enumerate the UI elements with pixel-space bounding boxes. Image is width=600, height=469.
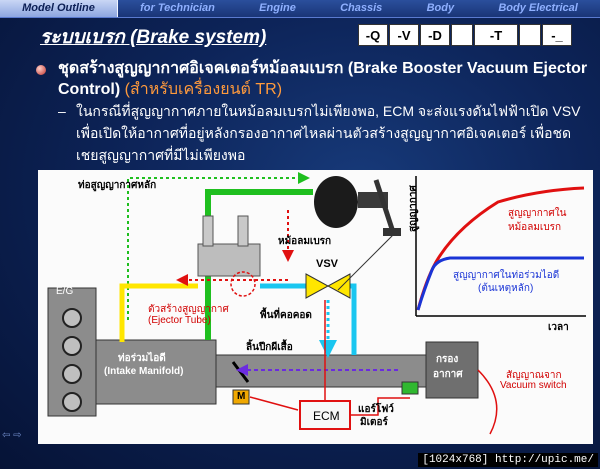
bullet-icon <box>36 65 46 75</box>
model-code: -_ <box>542 24 572 46</box>
label-ecm: ECM <box>313 409 340 423</box>
label-filter-1: กรอง <box>436 354 459 365</box>
tab-body-electrical[interactable]: Body Electrical <box>498 2 578 14</box>
ecm-box <box>299 400 351 430</box>
brake-booster-icon <box>314 176 358 228</box>
graph-x-label: เวลา <box>548 322 569 333</box>
sub-description: ในกรณีที่สูญญากาศภายในหม้อลมเบรกไม่เพียง… <box>76 103 581 163</box>
legend-booster-2: หม้อลมเบรก <box>508 222 562 233</box>
tab-body[interactable]: Body <box>426 2 455 14</box>
diagram-svg <box>47 172 586 435</box>
label-main-vacuum-pipe: ท่อสูญญากาศหลัก <box>78 180 157 191</box>
model-code-boxes: -Q -V -D -T -_ <box>358 24 573 46</box>
model-code: -D <box>420 24 450 46</box>
brake-vacuum-diagram: ท่อสูญญากาศหลัก หม้อลมเบรก VSV E/G ตัวสร… <box>38 170 593 444</box>
sub-dash: – <box>58 103 66 119</box>
label-ejector-en: (Ejector Tube) <box>148 315 211 326</box>
label-signal-2: Vacuum switch <box>500 380 567 391</box>
label-motor: M <box>237 391 246 402</box>
model-code <box>451 24 473 46</box>
slide-nav-arrows-icon[interactable]: ⇦ ⇨ <box>2 430 22 441</box>
graph-y-label: สูญญากาศ <box>408 185 419 232</box>
series-manifold-line <box>416 256 584 311</box>
tab-model-outline[interactable]: Model Outline <box>0 0 118 17</box>
model-code: -T <box>474 24 518 46</box>
label-brake-booster: หม้อลมเบรก <box>278 236 332 247</box>
label-ejector: ตัวสร้างสูญญากาศ <box>148 304 229 315</box>
legend-manifold-1: สูญญากาศในท่อร่วมไอดี <box>453 270 560 281</box>
label-intake: ท่อร่วมไอดี <box>118 353 166 364</box>
bullet-title: ชุดสร้างสูญญากาศอิเจคเตอร์หม้อลมเบรก (Br… <box>58 60 588 98</box>
label-throat: พื้นที่คอคอด <box>260 310 312 321</box>
label-airflow-2: มิเตอร์ <box>360 417 388 428</box>
air-filter <box>425 341 479 399</box>
label-vsv: VSV <box>316 258 339 270</box>
model-code: -V <box>389 24 419 46</box>
bullet-main-text: ชุดสร้างสูญญากาศอิเจคเตอร์หม้อลมเบรก (Br… <box>58 58 588 100</box>
bullet-highlight: (สำหรับเครื่องยนต์ TR) <box>124 81 283 98</box>
label-eg: E/G <box>56 286 74 297</box>
model-code <box>519 24 541 46</box>
label-throttle: ลิ้นปีกผีเสื้อ <box>246 342 293 353</box>
page-title: ระบบเบรก (Brake system) <box>40 27 267 48</box>
tab-for-technician[interactable]: for Technician <box>140 2 215 14</box>
throttle-motor <box>232 389 250 405</box>
airflow-meter <box>401 381 419 395</box>
top-navigation: Model Outline for Technician Engine Chas… <box>0 0 600 18</box>
model-code: -Q <box>358 24 388 46</box>
ejector-body <box>197 243 261 277</box>
label-signal-1: สัญญาณจาก <box>506 370 562 381</box>
tab-engine[interactable]: Engine <box>259 2 296 14</box>
label-intake-en: (Intake Manifold) <box>104 366 184 377</box>
legend-manifold-2: (ต้นเหตุหลัก) <box>478 283 534 294</box>
legend-booster-1: สูญญากาศใน <box>508 208 567 219</box>
label-filter-2: อากาศ <box>433 369 463 380</box>
intake-manifold <box>95 339 217 405</box>
resolution-footer: [1024x768] http://upic.me/ <box>418 453 598 467</box>
tab-chassis[interactable]: Chassis <box>340 2 383 14</box>
bullet-sub-text: – ในกรณีที่สูญญากาศภายในหม้อลมเบรกไม่เพี… <box>58 100 588 166</box>
label-airflow-1: แอร์โฟว์ <box>358 404 394 415</box>
